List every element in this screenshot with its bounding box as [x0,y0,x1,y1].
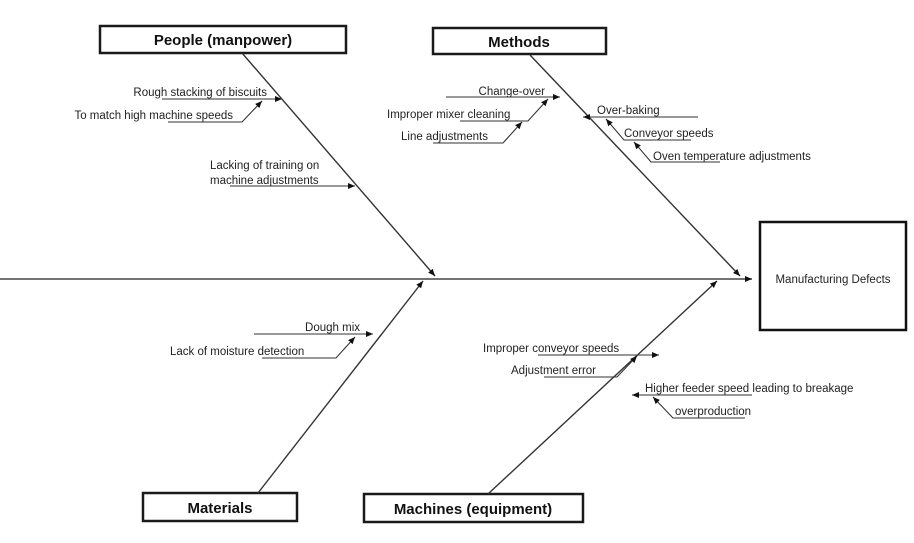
subcause-adjustment-error: Adjustment error [511,365,596,377]
bone-machines [487,280,718,495]
subcause-oven-temperature: Oven temperature adjustments [653,151,811,163]
effect-node: Manufacturing Defects [758,220,908,332]
subcause-conveyor-speeds: Conveyor speeds [624,128,714,140]
cause-lacking-training: Lacking of training on [210,160,319,172]
category-box-methods [431,26,608,56]
category-materials: Materials Dough mix Lack of moisture det… [141,280,424,523]
cause-improper-conveyor-speeds: Improper conveyor speeds [483,343,619,355]
category-box-people [98,24,348,55]
category-label-people: People (manpower) [154,32,292,49]
category-box-materials [141,491,299,523]
bone-people [241,52,436,277]
subcause-line-adjustments: Line adjustments [401,131,488,143]
subcause-line-oven-temperature [633,141,720,163]
category-label-machines: Machines (equipment) [394,501,552,518]
bone-materials [257,280,424,494]
cause-dough-mix: Dough mix [305,322,360,334]
subcause-line-conveyor-speeds [605,118,691,141]
cause-lacking-training-line2: machine adjustments [210,175,319,187]
subcause-improper-mixer-cleaning: Improper mixer cleaning [387,109,510,121]
category-methods: Methods Change-over Improper mixer clean… [387,26,811,277]
effect-label: Manufacturing Defects [775,274,890,286]
bone-methods [529,54,741,277]
cause-change-over: Change-over [479,86,546,98]
category-machines: Machines (equipment) Improper conveyor s… [362,280,853,524]
subcause-line-overproduction [652,396,745,419]
subcause-overproduction: overproduction [675,406,751,418]
category-box-machines [362,492,585,524]
effect-box [758,220,908,332]
subcause-lack-moisture-detection: Lack of moisture detection [170,346,304,358]
subcause-line-lack-moisture-detection [262,336,356,359]
cause-rough-stacking: Rough stacking of biscuits [133,87,267,99]
subcause-to-match-speeds: To match high machine speeds [74,110,233,122]
cause-over-baking: Over-baking [597,105,660,117]
category-people: People (manpower) Rough stacking of bisc… [74,24,436,277]
category-label-methods: Methods [488,34,550,51]
subcause-line-adjustment-error [544,355,638,378]
subcause-line-to-match-speeds [168,100,263,123]
category-label-materials: Materials [187,500,252,517]
cause-higher-feeder-speed: Higher feeder speed leading to breakage [645,383,853,395]
subcause-line-line-adjustments [433,121,523,144]
subcause-line-improper-mixer-cleaning [460,98,549,122]
